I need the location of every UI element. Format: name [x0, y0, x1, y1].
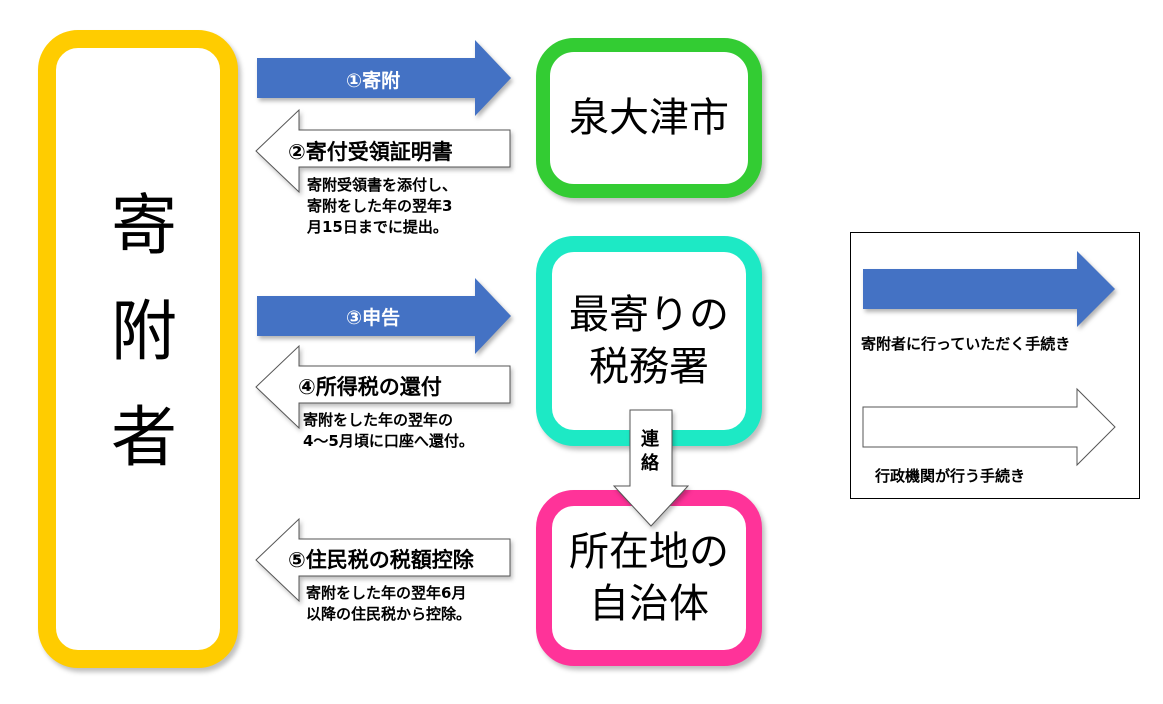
- tax-office-box: 最寄りの 税務署: [536, 236, 762, 446]
- legend-admin-action-label: 行政機関が行う手続き: [875, 467, 1026, 485]
- step2-label: ②寄付受領証明書: [288, 140, 453, 164]
- step2-arrow: [255, 108, 511, 194]
- step2-note: 寄附受領書を添付し、 寄附をした年の翌年3 月15日までに提出。: [307, 176, 458, 236]
- municipality-label-line1: 所在地の: [569, 529, 729, 575]
- tax-office-label-line1: 最寄りの: [569, 292, 729, 338]
- link-arrow: [612, 409, 690, 527]
- step5-arrow: [255, 517, 511, 603]
- step4-note: 寄附をした年の翌年の 4～5月頃に口座へ還付。: [303, 411, 474, 450]
- step1-label: ①寄附: [346, 70, 401, 92]
- city-box: 泉大津市: [536, 38, 762, 198]
- city-label: 泉大津市: [569, 95, 729, 141]
- step5-note: 寄附をした年の翌年6月 以降の住民税から控除。: [306, 584, 472, 623]
- tax-office-label-line2: 税務署: [589, 344, 709, 390]
- donor-box: 寄附者: [38, 30, 238, 668]
- step4-label: ④所得税の還付: [298, 375, 442, 399]
- legend-admin-action-arrow: [862, 387, 1116, 467]
- legend-donor-action-label: 寄附者に行っていただく手続き: [861, 335, 1071, 353]
- link-label: 連 絡: [641, 429, 659, 474]
- legend-donor-action-arrow: [863, 251, 1115, 327]
- step1-arrow: [257, 40, 511, 116]
- municipality-label-line2: 自治体: [589, 581, 709, 627]
- legend: 寄附者に行っていただく手続き 行政機関が行う手続き: [850, 232, 1140, 499]
- municipality-box: 所在地の 自治体: [536, 490, 762, 666]
- step3-label: ③申告: [346, 307, 401, 329]
- step3-arrow: [257, 278, 511, 354]
- step4-arrow: [255, 344, 511, 430]
- step5-label: ⑤住民税の税額控除: [288, 548, 474, 572]
- donor-label: 寄附者: [100, 190, 177, 508]
